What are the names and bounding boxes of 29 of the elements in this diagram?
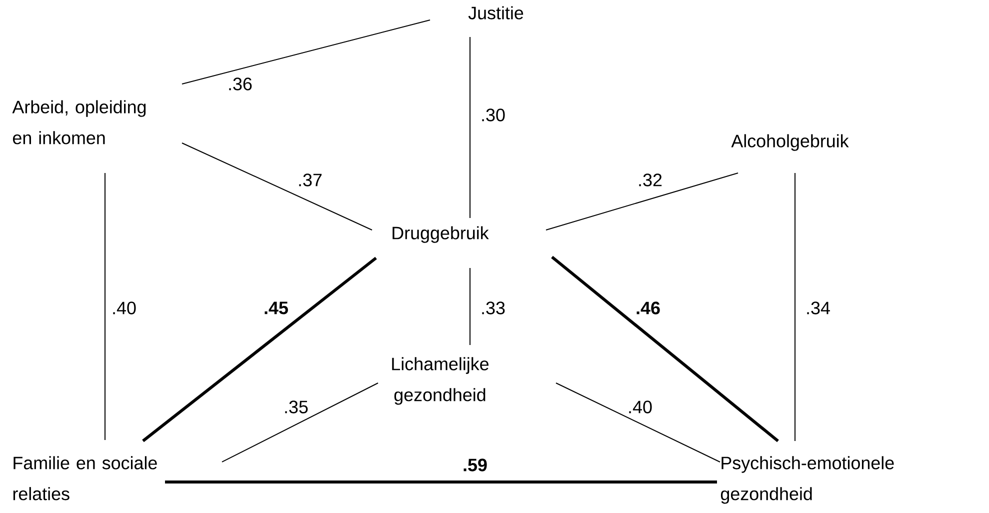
variable-label: Familie en sociale relaties <box>13 456 157 500</box>
variable-label: Justitie <box>468 6 524 20</box>
edge-label: .59 <box>462 458 488 472</box>
edge-label: .40 <box>626 400 654 414</box>
edge-label: .34 <box>804 300 832 316</box>
connector-line <box>142 256 377 442</box>
connector-line <box>165 480 717 484</box>
connector-line <box>556 382 720 462</box>
connector-line <box>182 142 372 230</box>
variable-label: Druggebruik <box>392 226 489 243</box>
connector-line <box>104 172 106 440</box>
connector-line <box>182 20 430 84</box>
edge-label: .45 <box>262 300 290 316</box>
edge-label: .46 <box>634 300 662 316</box>
edge-label: .36 <box>226 76 254 92</box>
edge-label: .33 <box>480 300 506 316</box>
edge-label: .40 <box>110 300 138 316</box>
variable-label: Arbeid, opleiding en inkomen <box>12 100 146 144</box>
connector-line <box>551 256 779 442</box>
variable-label: Psychisch-emotionele gezondheid <box>720 456 894 504</box>
connector-line <box>546 172 738 230</box>
connector-line <box>222 382 378 462</box>
variable-label: Alcoholgebruik <box>731 134 849 151</box>
edge-label: .32 <box>636 172 664 188</box>
variable-label: Lichamelijke gezondheid <box>392 357 489 405</box>
edge-label: .37 <box>296 172 324 188</box>
connector-line <box>794 172 796 442</box>
edge-label: .30 <box>480 108 506 122</box>
edge-label: .35 <box>282 400 310 414</box>
